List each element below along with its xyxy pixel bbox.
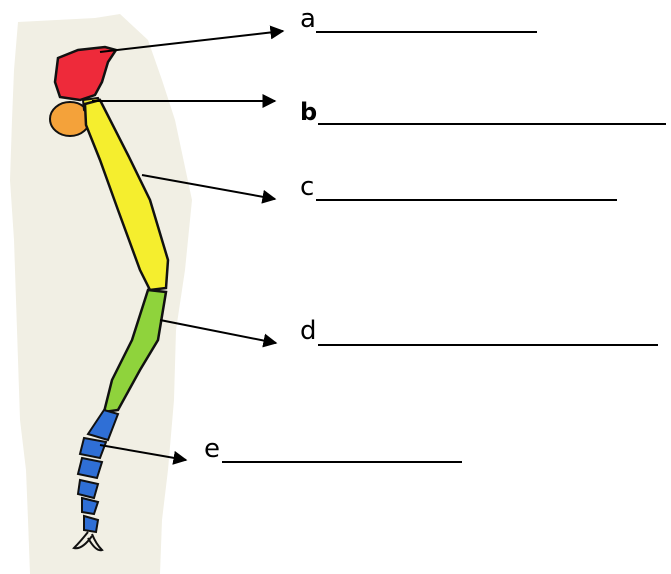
label-d: d [300,318,317,344]
label-b: b [300,100,317,124]
arrow-d [160,320,276,343]
answer-lines [222,32,666,462]
label-e: e [204,436,220,462]
tarsus-segment-3 [78,458,102,478]
tarsus-segment-4 [78,480,98,498]
label-c: c [300,174,314,200]
label-a: a [300,6,316,32]
tarsus-segment-2 [80,438,106,458]
tarsus-segment-6 [84,516,98,532]
tarsus-segment-5 [82,498,98,514]
